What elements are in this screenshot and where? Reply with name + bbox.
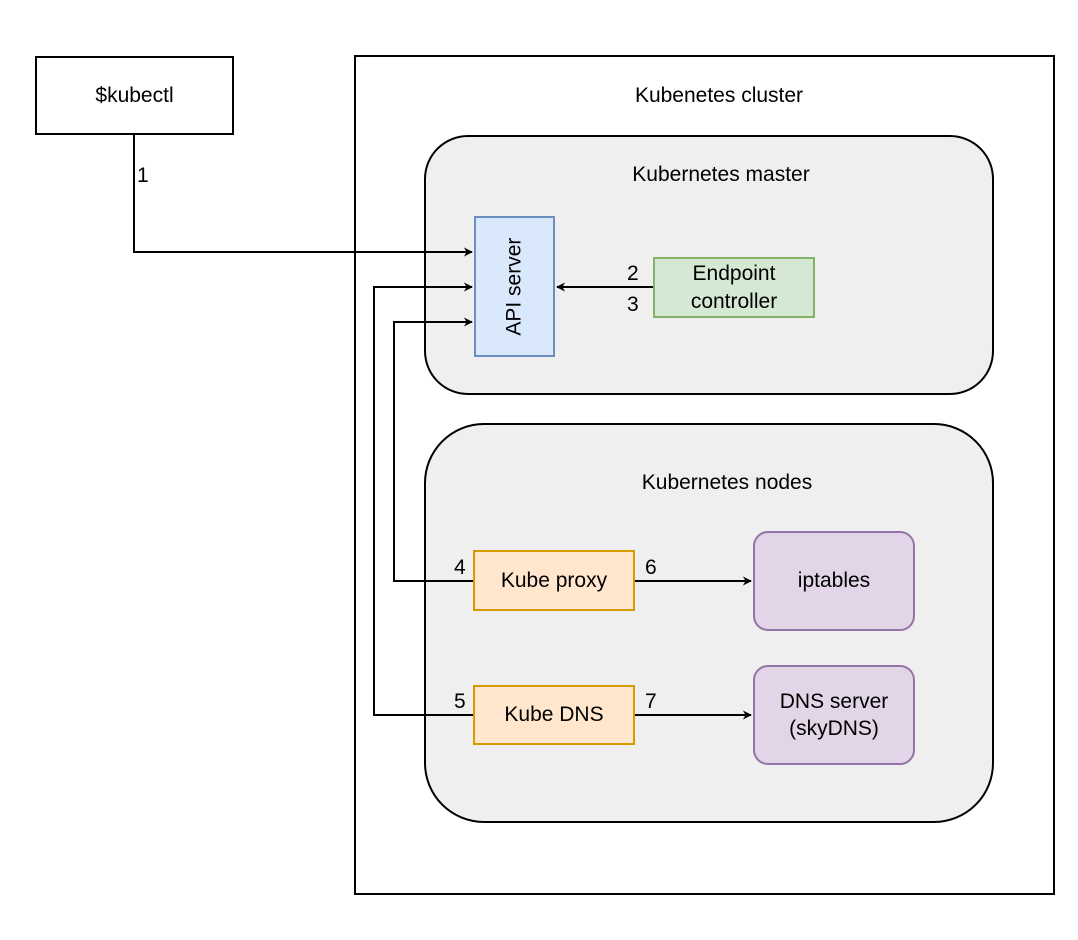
step-label-3: 3 [627, 293, 639, 316]
endpoint-controller-label-line1: Endpoint [692, 262, 776, 286]
api-server-label: API server [502, 237, 526, 336]
endpoint-controller-node[interactable]: Endpoint controller [653, 257, 815, 318]
iptables-node[interactable]: iptables [753, 531, 915, 631]
kube-dns-label: Kube DNS [504, 703, 604, 727]
cluster-title: Kubenetes cluster [634, 84, 804, 107]
kubectl-node[interactable]: $kubectl [35, 56, 234, 135]
step-label-2: 2 [627, 262, 639, 285]
step-label-1: 1 [137, 164, 149, 187]
kube-proxy-label: Kube proxy [500, 568, 608, 592]
endpoint-controller-label-line2: controller [690, 289, 778, 313]
master-title: Kubernetes master [632, 163, 810, 186]
step-label-6: 6 [645, 556, 657, 579]
kube-proxy-node[interactable]: Kube proxy [473, 550, 635, 611]
step-label-7: 7 [645, 690, 657, 713]
iptables-label: iptables [797, 569, 871, 593]
step-label-4: 4 [454, 556, 466, 579]
kubectl-label: $kubectl [95, 83, 174, 107]
api-server-node[interactable]: API server [474, 216, 555, 357]
step-label-5: 5 [454, 690, 466, 713]
kube-dns-node[interactable]: Kube DNS [473, 685, 635, 745]
dns-server-label-line2: (skyDNS) [789, 717, 879, 740]
dns-server-label-line1: DNS server [779, 689, 889, 713]
dns-server-node[interactable]: DNS server (skyDNS) [753, 665, 915, 765]
nodes-title: Kubernetes nodes [641, 471, 813, 494]
